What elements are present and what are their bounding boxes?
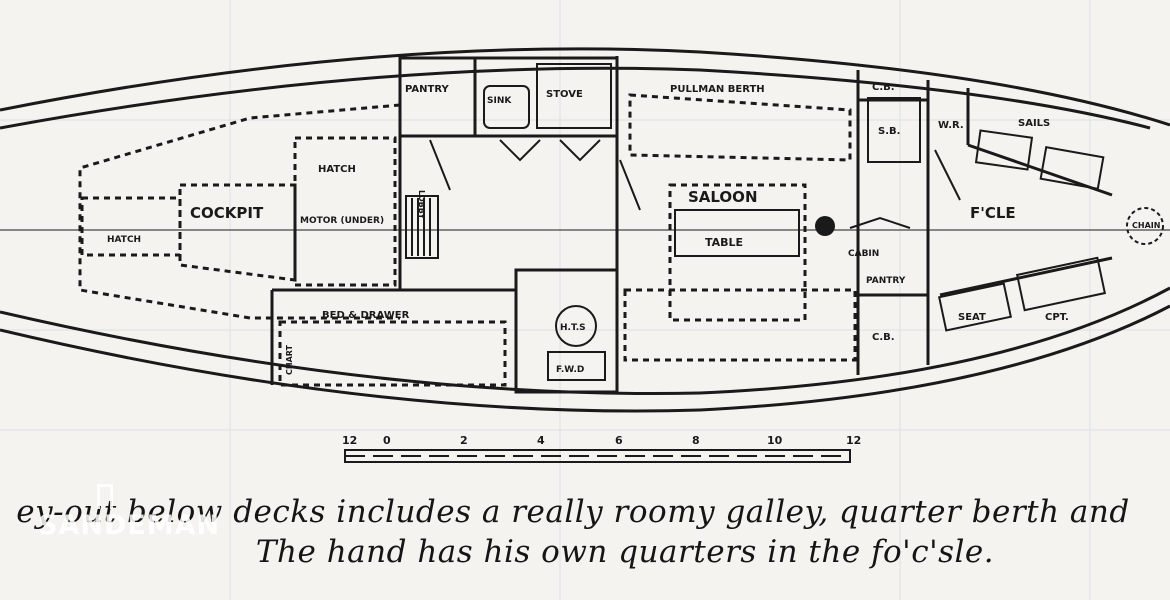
scale-tick-label: 8 — [692, 434, 700, 447]
scale-bar — [344, 449, 851, 463]
scale-tick-label: 6 — [615, 434, 623, 447]
dashed-outlines — [78, 93, 857, 387]
mast-marker — [815, 216, 835, 236]
label-motor: MOTOR (UNDER) — [300, 216, 384, 226]
caption-line-1: ey-out below decks includes a really roo… — [16, 494, 1130, 530]
label-sb: S.B. — [878, 126, 900, 137]
label-table: TABLE — [705, 236, 743, 249]
scale-tick-label: 12 — [846, 434, 861, 447]
label-sink: SINK — [487, 96, 512, 106]
label-stove: STOVE — [546, 89, 583, 100]
label-seat: SEAT — [958, 312, 986, 323]
label-bed-drawer: BED & DRAWER — [322, 310, 410, 321]
hull-outline — [0, 47, 1170, 413]
label-cpt: CPT. — [1045, 312, 1069, 323]
companionway-steps — [405, 195, 439, 259]
label-hatch-2: HATCH — [107, 235, 141, 245]
scale-tick-label: 2 — [460, 434, 468, 447]
label-sails: SAILS — [1018, 118, 1050, 129]
watermark-logo-mark — [97, 484, 113, 509]
label-fwd-hatch: F.W.D — [556, 365, 584, 375]
galley-fittings — [483, 63, 1164, 381]
label-wr: W.R. — [938, 120, 964, 131]
watermark-logo: SANDEMAN — [38, 510, 221, 541]
door-swings — [429, 139, 961, 229]
label-cockpit: COCKPIT — [190, 204, 264, 222]
scale-tick-label: 12 — [342, 434, 357, 447]
label-cb-aft: C.B. — [872, 332, 895, 343]
label-chart: CHART — [285, 344, 294, 375]
label-hatch-1: HATCH — [318, 164, 356, 175]
scale-tick-label: 0 — [383, 434, 391, 447]
label-head: H.T.S — [560, 323, 586, 333]
bulkheads — [270, 56, 1113, 394]
label-fcle: F'CLE — [970, 204, 1016, 222]
label-pantry-fwd: PANTRY — [866, 276, 906, 286]
caption-line-2: The hand has his own quarters in the fo'… — [255, 534, 995, 570]
label-chain: CHAIN — [1132, 221, 1160, 230]
scale-tick-label: 10 — [767, 434, 783, 447]
label-cb-fwd: C.B. — [872, 82, 895, 93]
scale-bar-ticks: 12 0 2 4 6 8 10 12 — [342, 434, 861, 447]
label-pantry-aft: PANTRY — [405, 84, 449, 95]
label-lobby: LOBBY — [417, 190, 426, 219]
scale-tick-label: 4 — [537, 434, 545, 447]
label-pullman-berth: PULLMAN BERTH — [670, 84, 765, 95]
label-saloon: SALOON — [688, 188, 758, 206]
label-cabin: CABIN — [848, 249, 879, 259]
